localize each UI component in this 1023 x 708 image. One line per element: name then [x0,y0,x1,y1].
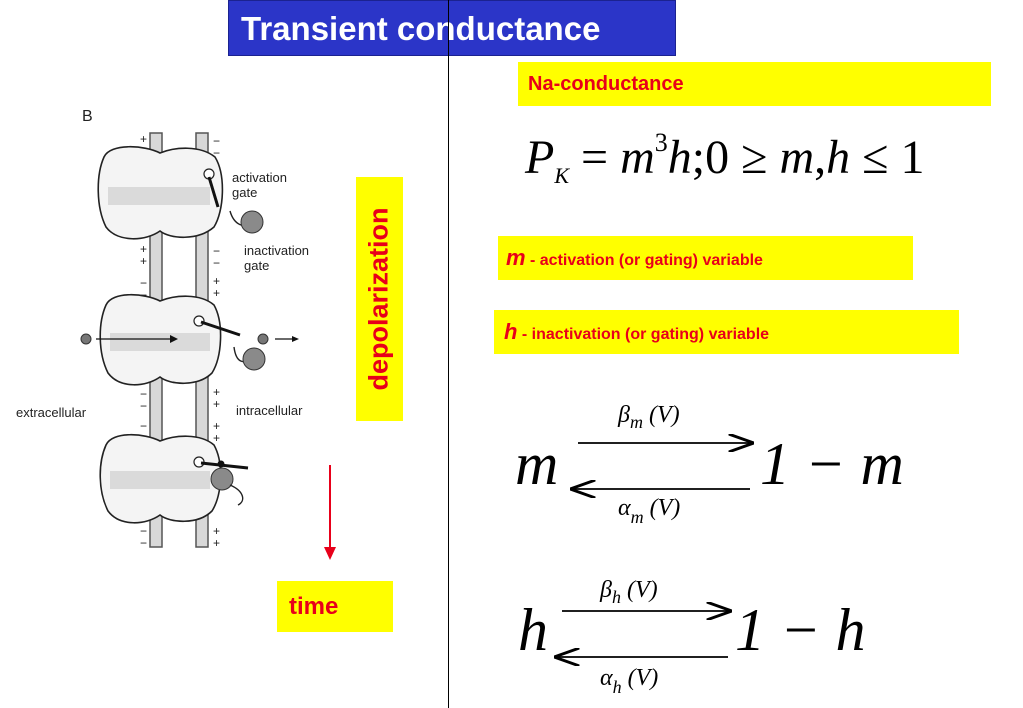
h-left-var: h [518,597,548,663]
alpha-m-rate: αm (V) [618,495,681,527]
eq-h2: h [826,131,851,184]
plus-7: + [213,385,220,399]
minus-9: − [140,419,147,433]
m-kinetic-left: m [515,430,558,499]
permeability-equation: PK = m3h;0 ≥ m,h ≤ 1 [525,128,925,188]
beta-m-v: (V) [648,402,680,428]
activation-label-line2: gate [232,185,257,200]
alpha-m-symbol: α [618,495,631,521]
beta-h-symbol: β [600,577,612,603]
minus-5: − [140,276,147,290]
h-var: h [504,319,518,344]
plus-10: + [213,431,220,445]
intracellular-label: intracellular [236,403,303,418]
time-arrow-head [324,547,336,560]
alpha-h-v: (V) [627,665,659,691]
minus-12: − [140,536,147,550]
minus-7: − [140,387,147,401]
vertical-divider [448,0,449,708]
inactivation-label-line2: gate [244,258,269,273]
beta-h-v: (V) [626,577,658,603]
plus-1: + [140,132,147,146]
alpha-h-symbol: α [600,665,613,691]
eq-cube: 3 [654,128,668,157]
depolarization-label: depolarization [363,207,394,391]
alpha-m-sub: m [630,507,644,527]
beta-h-rate: βh (V) [600,577,658,607]
extracellular-label: extracellular [16,405,87,420]
channel-inactivated [99,433,249,524]
m-definition: m - activation (or gating) variable [498,236,913,280]
h-kinetic-left: h [518,596,548,665]
channel-closed [97,145,264,240]
minus-3: − [213,244,220,258]
h-kinetic-right: 1 − h [735,596,866,665]
m-left-var: m [515,431,559,497]
plus-5: + [213,274,220,288]
eq-le: ≤ 1 [850,131,925,184]
plus-3: + [140,242,147,256]
plus-4: + [140,254,147,268]
alpha-h-sub: h [612,677,622,697]
panel-letter: B [82,108,93,125]
eq-rest: ;0 ≥ [691,131,780,184]
eq-k-sub: K [554,163,570,188]
slide-title: Transient conductance [228,0,676,56]
na-conductance-label: Na-conductance [518,62,991,106]
channel-open [80,293,299,386]
eq-comma: , [814,131,827,184]
alpha-m-v: (V) [649,495,681,521]
m-right-expr: 1 − m [760,431,904,497]
eq-m2: m [779,131,815,184]
h-definition: h - inactivation (or gating) variable [494,310,959,354]
m-kinetic-right: 1 − m [760,430,904,499]
m-def-text: - activation (or gating) variable [525,252,763,269]
time-label: time [277,581,393,632]
ion-channel-figure: B + + − − + + − − − − + + − − + + − − + … [16,108,309,550]
beta-h-sub: h [611,587,621,607]
plus-8: + [213,397,220,411]
eq-h: h [667,131,692,184]
beta-m-symbol: β [618,402,630,428]
beta-m-sub: m [629,412,643,432]
eq-m: m [620,131,655,184]
activation-label-line1: activation [232,170,287,185]
h-def-text: - inactivation (or gating) variable [517,326,770,343]
depolarization-box [356,177,403,421]
minus-4: − [213,256,220,270]
plus-12: + [213,536,220,550]
eq-equals: = [569,131,621,184]
eq-p: P [525,131,555,184]
h-right-expr: 1 − h [735,597,866,663]
minus-2: − [213,146,220,160]
minus-1: − [213,134,220,148]
minus-11: − [140,524,147,538]
m-var: m [506,245,526,270]
inactivation-label-line1: inactivation [244,243,309,258]
plus-11: + [213,524,220,538]
beta-m-rate: βm (V) [618,402,680,432]
plus-9: + [213,419,220,433]
minus-8: − [140,399,147,413]
alpha-h-rate: αh (V) [600,665,659,697]
plus-6: + [213,286,220,300]
